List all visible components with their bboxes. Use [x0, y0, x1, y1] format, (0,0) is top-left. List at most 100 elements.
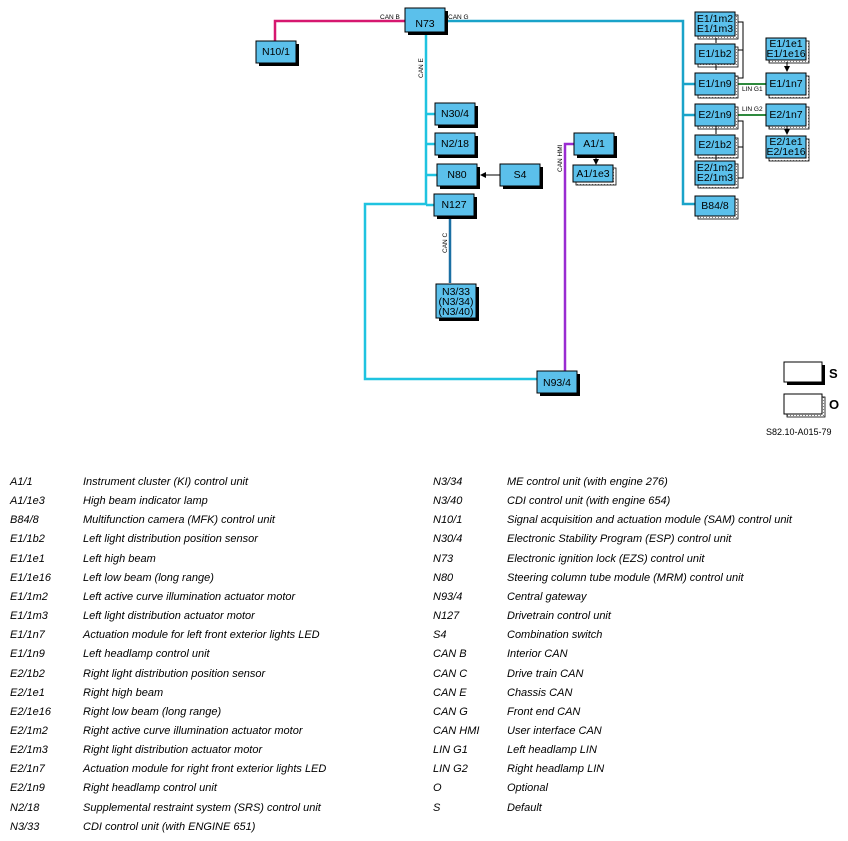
legend-description: Electronic Stability Program (ESP) contr…: [507, 533, 732, 546]
key-standard: S: [783, 361, 838, 385]
legend-description: Left active curve illumination actuator …: [83, 590, 296, 603]
legend-code: N30/4: [433, 533, 463, 546]
box-e1-1b2: E1/1b2: [694, 43, 739, 68]
box-b84-8-label: B84/8: [701, 200, 729, 212]
legend-code: N3/34: [433, 476, 463, 488]
box-n2-18: N2/18: [434, 132, 478, 158]
legend-description: Electronic ignition lock (EZS) control u…: [507, 552, 705, 565]
box-n30-4-label: N30/4: [441, 108, 469, 120]
box-e1-1b2-label: E1/1b2: [698, 48, 731, 60]
legend-code: E1/1n7: [10, 629, 45, 642]
box-n93-4: N93/4: [536, 370, 580, 396]
box-e2-1n9: E2/1n9: [694, 103, 739, 130]
legend-code: E2/1e16: [10, 705, 51, 718]
legend-description: Right light distribution actuator motor: [83, 744, 263, 757]
legend-description: Left light distribution actuator motor: [83, 610, 255, 623]
box-e1-1n9-label: E1/1n9: [698, 78, 731, 90]
legend-code: E2/1n7: [10, 763, 45, 776]
legend-description: Left high beam: [83, 552, 156, 565]
legend-code: N3/40: [433, 495, 463, 508]
legend-code: A1/1e3: [10, 495, 45, 508]
can-hmi-label: CAN HMI: [557, 144, 564, 172]
lin-g1-label: LIN G1: [742, 86, 763, 93]
box-e1-1e1-label-1: E1/1e1: [769, 38, 802, 50]
can-b-line: [273, 19, 405, 44]
box-n2-18-label: N2/18: [441, 138, 469, 150]
legend-code: E2/1b2: [10, 667, 45, 680]
legend-code: O: [433, 782, 442, 795]
legend-description: Right headlamp control unit: [83, 782, 217, 795]
box-e2-1e1-label-1: E2/1e1: [769, 136, 802, 148]
box-e1-1n7-label: E1/1n7: [769, 78, 802, 90]
legend-description: Central gateway: [507, 590, 587, 603]
box-n3-33: N3/33 (N3/34) (N3/40): [435, 283, 479, 321]
box-n127-label: N127: [441, 199, 466, 211]
box-n30-4: N30/4: [434, 102, 478, 128]
legend-code: CAN E: [433, 686, 467, 699]
box-e1-1m2-label-1: E1/1m2: [697, 13, 733, 25]
legend-code: CAN G: [433, 705, 468, 718]
legend-code: E1/1e16: [10, 571, 51, 584]
box-s4-label: S4: [514, 169, 527, 181]
legend-description: Multifunction camera (MFK) control unit: [83, 514, 275, 527]
network-topology-diagram: CAN B CAN G CAN E CAN C CAN HMI LIN G1 L…: [255, 7, 839, 437]
box-e2-1n9-label: E2/1n9: [698, 109, 731, 121]
box-e2-1e1: E2/1e1 E2/1e16: [765, 135, 810, 162]
legend-description: Right active curve illumination actuator…: [83, 724, 303, 737]
box-a1-1-label: A1/1: [583, 138, 605, 150]
box-n3-33-label-2: (N3/34): [438, 296, 473, 308]
legend-code: E1/1e1: [10, 552, 45, 565]
legend-code: N127: [433, 610, 460, 623]
legend-description: Supplemental restraint system (SRS) cont…: [83, 801, 321, 814]
key-optional-label: O: [829, 397, 839, 412]
box-e1-1n7: E1/1n7: [765, 72, 810, 99]
box-e2-1m2: E2/1m2 E2/1m3: [694, 160, 739, 189]
legend-description: Front end CAN: [507, 705, 581, 718]
legend-description: Right high beam: [83, 686, 164, 699]
diagram-reference: S82.10-A015-79: [766, 427, 832, 437]
can-b-label: CAN B: [380, 14, 400, 21]
legend-code: N93/4: [433, 590, 463, 603]
key-standard-label: S: [829, 366, 838, 381]
legend-code: CAN B: [433, 648, 467, 661]
box-n3-33-label-1: N3/33: [442, 286, 470, 298]
box-n80: N80: [436, 163, 480, 189]
box-s4: S4: [499, 163, 543, 189]
legend-code: S4: [433, 629, 447, 642]
box-e1-1e1-label-2: E1/1e16: [766, 48, 805, 60]
legend-description: Optional: [507, 782, 548, 795]
box-e2-1e1-label-2: E2/1e16: [766, 146, 805, 158]
legend-description: Drive train CAN: [507, 667, 584, 680]
legend-description: Default: [507, 801, 542, 814]
can-c-label: CAN C: [442, 232, 449, 253]
box-e2-1b2: E2/1b2: [694, 134, 739, 159]
legend-description: Right low beam (long range): [83, 705, 222, 718]
legend-description: Left headlamp control unit: [83, 648, 210, 661]
legend-code: LIN G1: [433, 744, 468, 757]
legend-code: E2/1n9: [10, 782, 45, 795]
legend-description: Instrument cluster (KI) control unit: [83, 476, 249, 488]
legend-code: N73: [433, 552, 454, 565]
can-hmi-line: [563, 142, 574, 371]
arrow-e2-bracket: [738, 120, 744, 179]
lin-g2-label: LIN G2: [742, 106, 763, 113]
box-n73-label: N73: [415, 18, 434, 30]
legend-code: LIN G2: [433, 763, 468, 776]
legend-code: N2/18: [10, 801, 40, 814]
legend-description: Left light distribution position sensor: [83, 533, 258, 546]
box-e2-1n7-label: E2/1n7: [769, 109, 802, 121]
legend-description: CDI control unit (with ENGINE 651): [83, 820, 256, 833]
legend-code: A1/1: [10, 476, 33, 488]
box-e1-1n9: E1/1n9: [694, 72, 739, 99]
can-g-line: [444, 19, 695, 206]
legend-description: Signal acquisition and actuation module …: [507, 514, 792, 527]
legend-description: Left headlamp LIN: [507, 744, 597, 757]
legend-code: E2/1m2: [10, 724, 48, 737]
legend-description: ME control unit (with engine 276): [507, 476, 668, 488]
legend-code: E1/1b2: [10, 533, 45, 546]
box-n10-1: N10/1: [255, 40, 299, 66]
box-n10-1-label: N10/1: [262, 46, 290, 58]
box-a1-1e3-label: A1/1e3: [576, 168, 609, 180]
legend-description: Actuation module for left front exterior…: [83, 629, 320, 642]
legend-description: Chassis CAN: [507, 686, 573, 699]
